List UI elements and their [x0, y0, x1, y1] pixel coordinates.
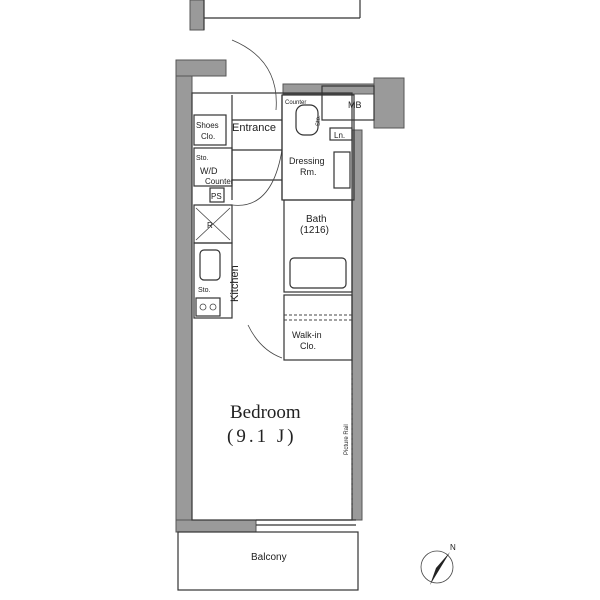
label-dressing-2: Rm. [300, 167, 317, 177]
walls [175, 0, 405, 533]
label-counter-left: Counter [205, 177, 234, 186]
label-mb: MB [348, 100, 362, 110]
label-shoes-clo-2: Clo. [201, 132, 215, 141]
label-counter-top: Counter [285, 100, 306, 106]
label-north: N [450, 543, 456, 552]
label-sto-kitchen: Sto. [198, 287, 211, 294]
label-walkin: Walk-in [292, 330, 322, 340]
label-entrance: Entrance [232, 122, 276, 134]
label-sto-top: Sto. [316, 115, 322, 126]
label-dressing: Dressing [289, 156, 325, 166]
label-bath: Bath [306, 214, 327, 225]
label-walkin-2: Clo. [300, 341, 316, 351]
label-bedroom: Bedroom [230, 402, 301, 423]
label-shoes-clo: Shoes [196, 121, 219, 130]
north-arrow-icon [420, 550, 454, 585]
label-picture-rail: Picture Rail [344, 424, 350, 455]
room-outlines [177, 39, 375, 591]
label-ps: PS [211, 192, 222, 201]
label-sto-left: Sto. [196, 155, 209, 162]
label-refrigerator: R [207, 221, 213, 230]
label-balcony: Balcony [251, 552, 287, 563]
label-bath-size: (1216) [300, 225, 329, 236]
label-kitchen: Kitchen [229, 265, 241, 302]
label-bedroom-size: (9.1 J) [227, 426, 297, 447]
label-wd: W/D [200, 166, 218, 176]
label-linen: Ln. [334, 131, 345, 140]
